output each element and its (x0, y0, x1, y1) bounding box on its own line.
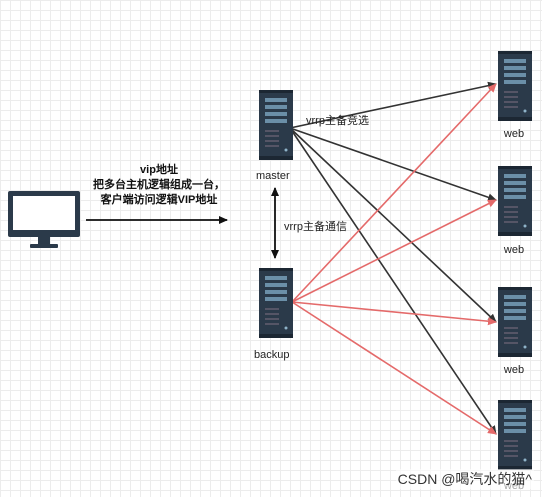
edge-master-web2 (289, 127, 497, 202)
edge-backup-web2 (291, 199, 497, 303)
edge-label-vrrp-communication: vrrp主备通信 (284, 221, 347, 233)
web-server-1-icon (498, 51, 532, 121)
web-server-4-icon (498, 400, 532, 470)
edge-label-vrrp-election: vrrp主备竞选 (306, 115, 369, 127)
web-label-1: web (503, 128, 525, 140)
web-label-2: web (503, 244, 525, 256)
edge-backup-web3 (291, 301, 497, 326)
backup-to-web-edges (291, 83, 497, 435)
client-monitor-icon (8, 191, 80, 248)
web-server-3-icon (498, 287, 532, 357)
vip-line-2: 客户端访问逻辑VIP地址 (100, 194, 218, 206)
edge-master-web4 (289, 127, 497, 435)
csdn-watermark: CSDN @喝汽水的猫^ (395, 469, 534, 489)
vip-title: vip地址 (140, 164, 178, 176)
master-server-icon (259, 90, 293, 160)
vip-description: vip地址 把多台主机逻辑组成一台， 客户端访问逻辑VIP地址 (84, 163, 234, 208)
web-label-3: web (503, 364, 525, 376)
backup-label: backup (254, 349, 290, 361)
master-to-web-edges (289, 81, 497, 435)
web-server-2-icon (498, 166, 532, 236)
edge-master-web3 (289, 127, 497, 323)
master-label: master (256, 170, 290, 182)
vip-line-1: 把多台主机逻辑组成一台， (93, 179, 225, 191)
edge-master-web1 (289, 81, 497, 129)
edge-backup-web4 (291, 301, 497, 435)
backup-server-icon (259, 268, 293, 338)
edge-backup-web1 (291, 83, 497, 303)
